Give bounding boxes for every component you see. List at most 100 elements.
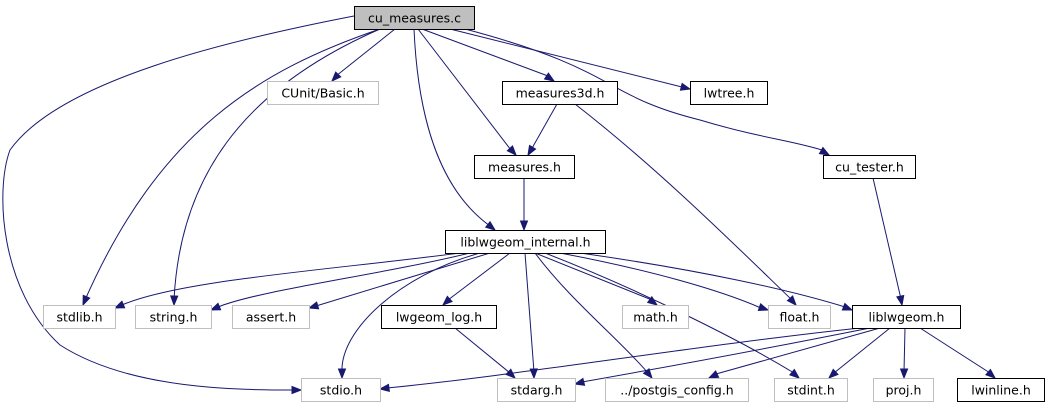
- edge-liblwgeom_internal_h-to-stdio_h: [337, 252, 481, 380]
- node-float-h: float.h: [768, 305, 831, 329]
- edge-line: [464, 28, 823, 151]
- node-label: liblwgeom.h: [869, 310, 945, 325]
- node-box: [474, 155, 575, 179]
- edge-arrowhead: [506, 145, 517, 157]
- edge-line: [449, 28, 683, 88]
- edge-arrowhead: [786, 295, 797, 307]
- node-cu-measures-c[interactable]: cu_measures.c: [354, 6, 475, 30]
- node-box: [768, 305, 831, 329]
- node-proj-h: proj.h: [873, 378, 934, 402]
- edge-arrowhead: [170, 295, 179, 307]
- node-liblwgeom-internal-h[interactable]: liblwgeom_internal.h: [445, 230, 606, 254]
- node-stdio-h: stdio.h: [301, 378, 381, 402]
- edge-arrowhead: [519, 220, 529, 232]
- node-measures-h[interactable]: measures.h: [474, 155, 575, 179]
- edge-line: [417, 28, 512, 151]
- node-lwgeom-log-h[interactable]: lwgeom_log.h: [381, 305, 497, 329]
- node-box: [43, 305, 116, 329]
- edge-arrowhead: [679, 82, 692, 91]
- edge-liblwgeom_h-to-lwinline_h: [919, 327, 997, 379]
- edge-liblwgeom_h-to-stdarg_h: [573, 327, 871, 386]
- edge-arrowhead: [331, 71, 342, 82]
- node-liblwgeom-h[interactable]: liblwgeom.h: [852, 305, 961, 329]
- edge-line: [903, 327, 906, 373]
- edge-cu_measures_c-to-liblwgeom_internal_h: [413, 28, 497, 231]
- edge-line: [574, 103, 793, 301]
- edge-arrowhead: [985, 368, 997, 379]
- edge-liblwgeom_h-to-stdio_h: [378, 327, 861, 393]
- edge-arrowhead: [291, 385, 303, 395]
- edge-liblwgeom_internal_h-to-stdlib_h: [113, 252, 461, 309]
- node-label: lwgeom_log.h: [396, 310, 482, 325]
- edge-line: [84, 28, 381, 301]
- edge-arrowhead: [307, 301, 320, 310]
- edge-line: [530, 103, 558, 151]
- edge-arrowhead: [789, 368, 801, 379]
- node-box: [957, 378, 1045, 402]
- edge-line: [919, 327, 991, 374]
- edge-arrowhead: [378, 383, 390, 393]
- edge-liblwgeom_internal_h-to-assert_h: [307, 252, 491, 310]
- edge-arrowhead: [113, 300, 126, 309]
- edge-cu_measures_c-to-measures3d_h: [421, 28, 556, 82]
- edge-liblwgeom_internal_h-to-stdarg_h: [524, 252, 538, 380]
- node-box: [690, 81, 768, 105]
- node-box: [852, 305, 961, 329]
- node-box: [823, 155, 916, 179]
- edge-liblwgeom_h-to-stdint_h: [827, 327, 891, 379]
- node-box: [135, 305, 212, 329]
- edge-arrowhead: [543, 72, 556, 82]
- edge-cu_measures_c-to-measures_h: [417, 28, 517, 157]
- edge-liblwgeom_h-to-proj_h: [899, 327, 909, 380]
- edge-cu_measures_c-to-string_h: [170, 28, 381, 307]
- edge-arrowhead: [337, 368, 347, 380]
- node-label: stdio.h: [320, 383, 362, 398]
- edge-line: [454, 327, 511, 374]
- edge-liblwgeom_internal_h-to-liblwgeom_h: [579, 252, 854, 311]
- edge-line: [2, 15, 355, 391]
- edge-line: [534, 252, 649, 374]
- node-lwtree-h[interactable]: lwtree.h: [690, 81, 768, 105]
- node-label: string.h: [150, 310, 198, 325]
- node-box: [381, 305, 497, 329]
- edge-arrowhead: [527, 144, 537, 157]
- node-label: math.h: [633, 310, 678, 325]
- node-label: liblwgeom_internal.h: [460, 235, 590, 250]
- node-label: assert.h: [246, 310, 296, 325]
- edge-line: [335, 28, 396, 77]
- node-math-h: math.h: [622, 305, 689, 329]
- edge-arrowhead: [209, 302, 222, 311]
- edge-liblwgeom_internal_h-to-float_h: [559, 252, 770, 311]
- edge-cu_measures_c-to-stdlib_h: [82, 28, 381, 307]
- node-box: [497, 378, 576, 402]
- node-lwinline-h[interactable]: lwinline.h: [957, 378, 1045, 402]
- edge-line: [581, 327, 871, 383]
- node-box: [301, 378, 381, 402]
- node-label: lwinline.h: [971, 383, 1031, 398]
- edge-line: [121, 252, 461, 306]
- node-measures3d-h[interactable]: measures3d.h: [502, 81, 618, 105]
- edge-arrowhead: [827, 368, 839, 379]
- node-label: stdlib.h: [56, 310, 102, 325]
- node-box: [622, 305, 689, 329]
- node-box: [267, 81, 379, 105]
- edge-liblwgeom_internal_h-to-postgis_config_h: [534, 252, 653, 380]
- node-box: [605, 378, 749, 402]
- node-label: measures3d.h: [516, 86, 605, 101]
- edge-cu_measures_c-to-cunit_basic_h: [331, 28, 396, 82]
- node-stdarg-h: stdarg.h: [497, 378, 576, 402]
- edge-line: [524, 252, 535, 373]
- node-cu-tester-h[interactable]: cu_tester.h: [823, 155, 916, 179]
- edge-line: [413, 28, 491, 227]
- edge-arrowhead: [646, 295, 659, 306]
- edge-arrowhead: [896, 294, 905, 307]
- node-label: proj.h: [886, 383, 922, 398]
- edges-layer: [2, 15, 997, 395]
- node-label: cu_tester.h: [835, 160, 904, 175]
- edge-liblwgeom_internal_h-to-lwgeom_log_h: [441, 252, 511, 306]
- edge-arrowhead: [899, 368, 909, 380]
- node-box: [354, 6, 475, 30]
- edge-line: [217, 252, 471, 308]
- edge-line: [421, 28, 549, 77]
- node-string-h: string.h: [135, 305, 212, 329]
